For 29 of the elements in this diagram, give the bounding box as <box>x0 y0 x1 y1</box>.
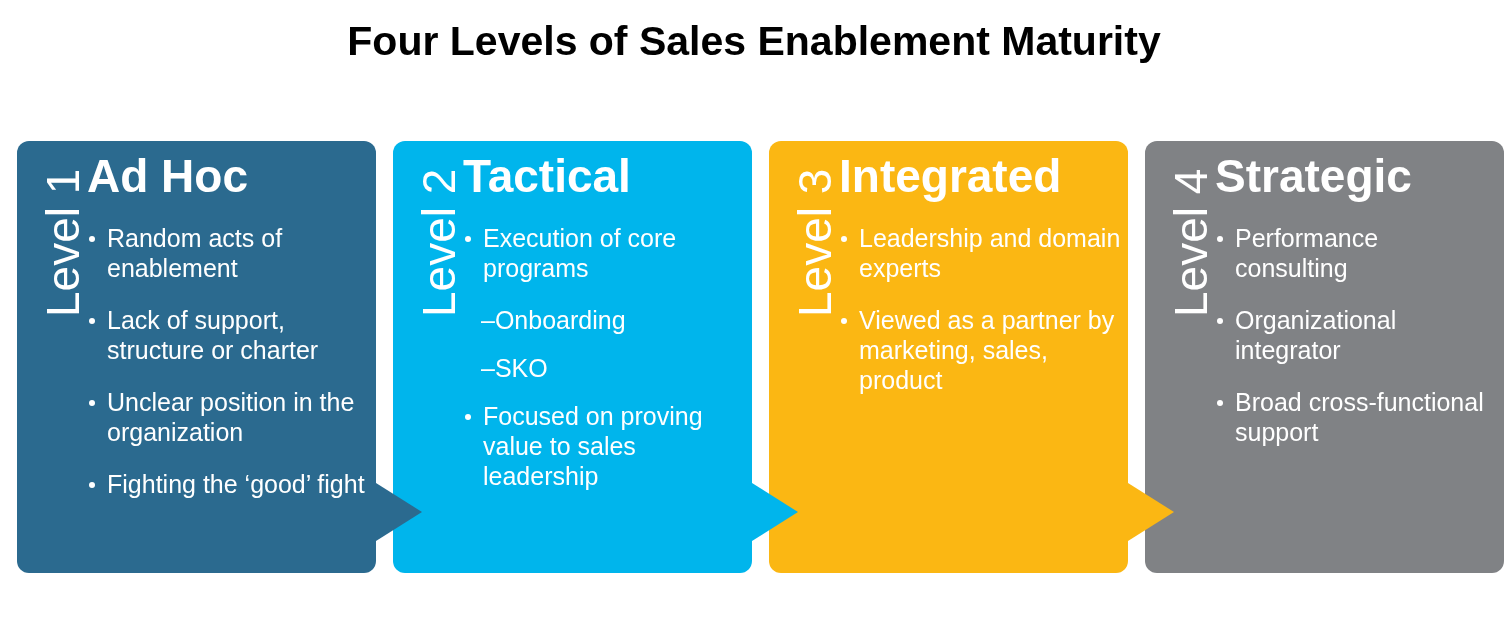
bullet-text: Viewed as a partner by marketing, sales, product <box>859 306 1115 394</box>
chevron-arrow <box>751 483 798 541</box>
bullet-text: Execution of core programs <box>483 224 677 282</box>
card-heading: Strategic <box>1215 149 1412 203</box>
card-heading: Ad Hoc <box>87 149 248 203</box>
chevron-arrow <box>1127 483 1174 541</box>
card-heading: Tactical <box>463 149 631 203</box>
level-label: Level 1 <box>37 168 89 317</box>
level-label: Level 3 <box>789 168 841 317</box>
card-heading: Integrated <box>839 149 1062 203</box>
chevron-arrow <box>375 483 422 541</box>
level-card <box>1145 141 1504 573</box>
bullet-text: –SKO <box>481 354 548 382</box>
bullet-text: Broad cross-functional support <box>1235 388 1484 446</box>
diagram-title: Four Levels of Sales Enablement Maturity <box>346 18 1162 65</box>
bullet-text: Focused on proving value to sales leadership <box>483 402 703 490</box>
bullet-text: Organizational integrator <box>1235 306 1397 364</box>
bullet-text: –Onboarding <box>481 306 626 334</box>
bullet-text: Lack of support, structure or charter <box>107 306 319 364</box>
bullet-text: Fighting the ‘good’ fight <box>107 470 365 498</box>
bullet-text: Performance consulting <box>1235 224 1379 282</box>
bullet-text: Random acts of enablement <box>107 224 283 282</box>
level-card <box>17 141 376 573</box>
level-card <box>769 141 1128 573</box>
level-card <box>393 141 752 573</box>
bullet-text: Leadership and domain experts <box>859 224 1121 282</box>
level-label: Level 4 <box>1165 168 1217 317</box>
level-label: Level 2 <box>413 168 465 317</box>
bullet-text: Unclear position in the organization <box>107 388 355 446</box>
